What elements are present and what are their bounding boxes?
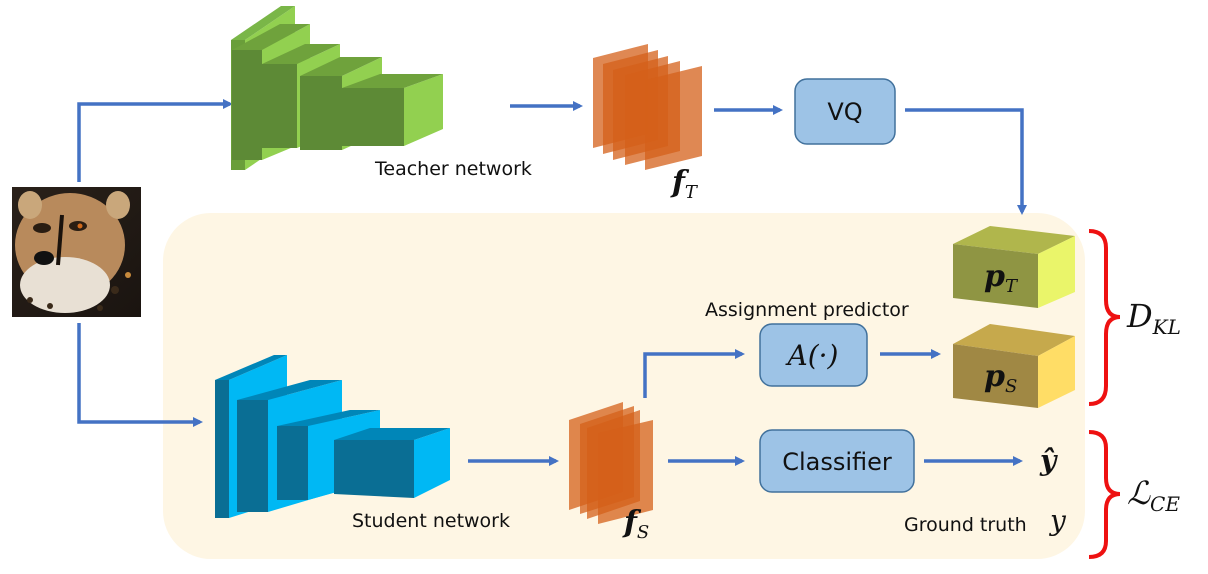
arrow-vq-to-pt <box>905 108 1027 215</box>
cross-entropy-label: ℒCE <box>1127 474 1180 516</box>
vq-box <box>794 78 896 145</box>
ground-truth-caption: Ground truth <box>904 514 1027 536</box>
arrow-input-to-student <box>77 323 203 427</box>
assignment-predictor-label: A(·) <box>785 339 839 372</box>
ground-truth-label: y <box>1048 504 1067 537</box>
student-network-label: Student network <box>352 510 510 532</box>
arrow-fs-to-assignment <box>643 349 745 398</box>
teacher-network-label: Teacher network <box>374 158 532 180</box>
teacher-network-icon <box>231 6 443 170</box>
classifier-label: Classifier <box>782 448 892 476</box>
pt-label: pT <box>984 259 1019 297</box>
ps-box <box>953 324 1075 408</box>
student-feature-maps-icon <box>569 402 653 524</box>
assignment-predictor-caption: Assignment predictor <box>705 299 909 321</box>
arrow-input-to-teacher <box>77 99 233 182</box>
ce-brace <box>1088 430 1121 559</box>
pt-box <box>953 226 1075 308</box>
cheetah-image <box>12 187 141 317</box>
ft-label: fT <box>670 165 699 203</box>
kl-divergence-label: DKL <box>1126 297 1181 339</box>
student-network-icon <box>215 355 450 518</box>
ps-label: pS <box>984 359 1017 397</box>
kl-brace <box>1088 229 1121 406</box>
y-hat-label: ŷ <box>1039 444 1058 477</box>
classifier-box <box>759 429 915 493</box>
assignment-predictor-box <box>759 323 868 387</box>
vq-label: VQ <box>827 98 862 126</box>
teacher-feature-maps-icon <box>593 44 702 170</box>
